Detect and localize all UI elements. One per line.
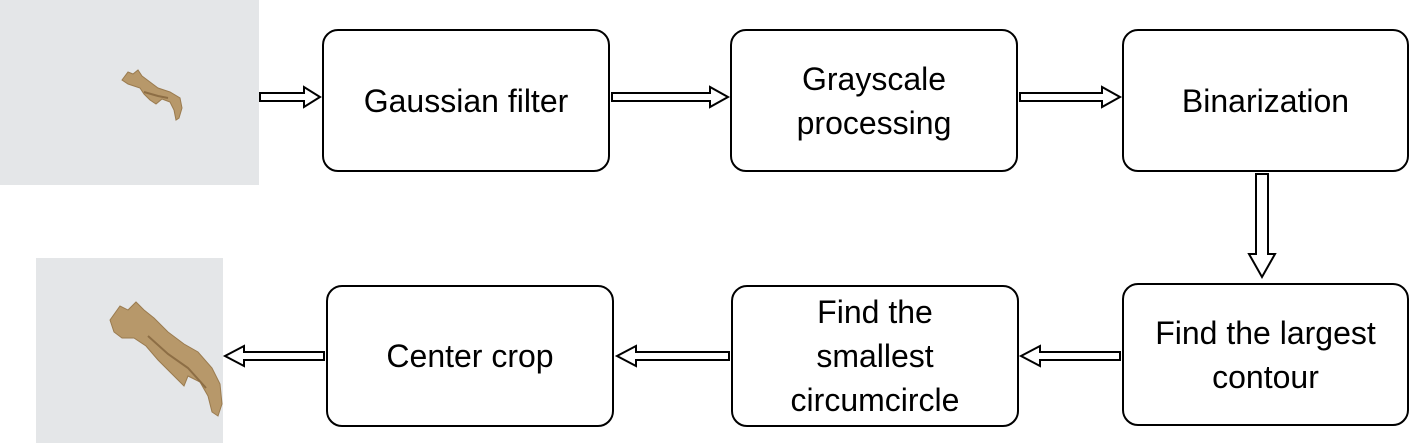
step-find-largest-contour-label: Find the largest contour — [1155, 314, 1376, 395]
step-gaussian-filter: Gaussian filter — [322, 29, 610, 172]
specimen-image-cropped — [109, 301, 223, 417]
output-image — [36, 258, 223, 443]
arrow-largest-contour-to-circumcircle — [1018, 344, 1121, 368]
arrow-binarization-to-largest-contour — [1247, 173, 1277, 280]
step-gaussian-filter-label: Gaussian filter — [363, 82, 569, 119]
input-image — [0, 0, 259, 185]
step-center-crop-label: Center crop — [386, 338, 554, 374]
step-binarization: Binarization — [1122, 29, 1409, 172]
step-center-crop: Center crop — [326, 285, 614, 427]
step-find-smallest-circumcircle-label: Find the smallest circumcircle — [790, 294, 960, 418]
arrow-input-to-gaussian — [259, 85, 322, 109]
step-binarization-label: Binarization — [1181, 82, 1350, 119]
arrow-circumcircle-to-center-crop — [614, 344, 730, 368]
step-grayscale-processing: Grayscale processing — [730, 29, 1018, 172]
step-grayscale-processing-label: Grayscale processing — [796, 60, 952, 141]
arrow-gaussian-to-grayscale — [611, 85, 731, 109]
arrow-grayscale-to-binarization — [1019, 85, 1123, 109]
step-find-smallest-circumcircle: Find the smallest circumcircle — [731, 285, 1019, 427]
arrow-center-crop-to-output — [222, 344, 325, 368]
step-find-largest-contour: Find the largest contour — [1122, 283, 1409, 426]
specimen-image-original — [121, 69, 183, 121]
